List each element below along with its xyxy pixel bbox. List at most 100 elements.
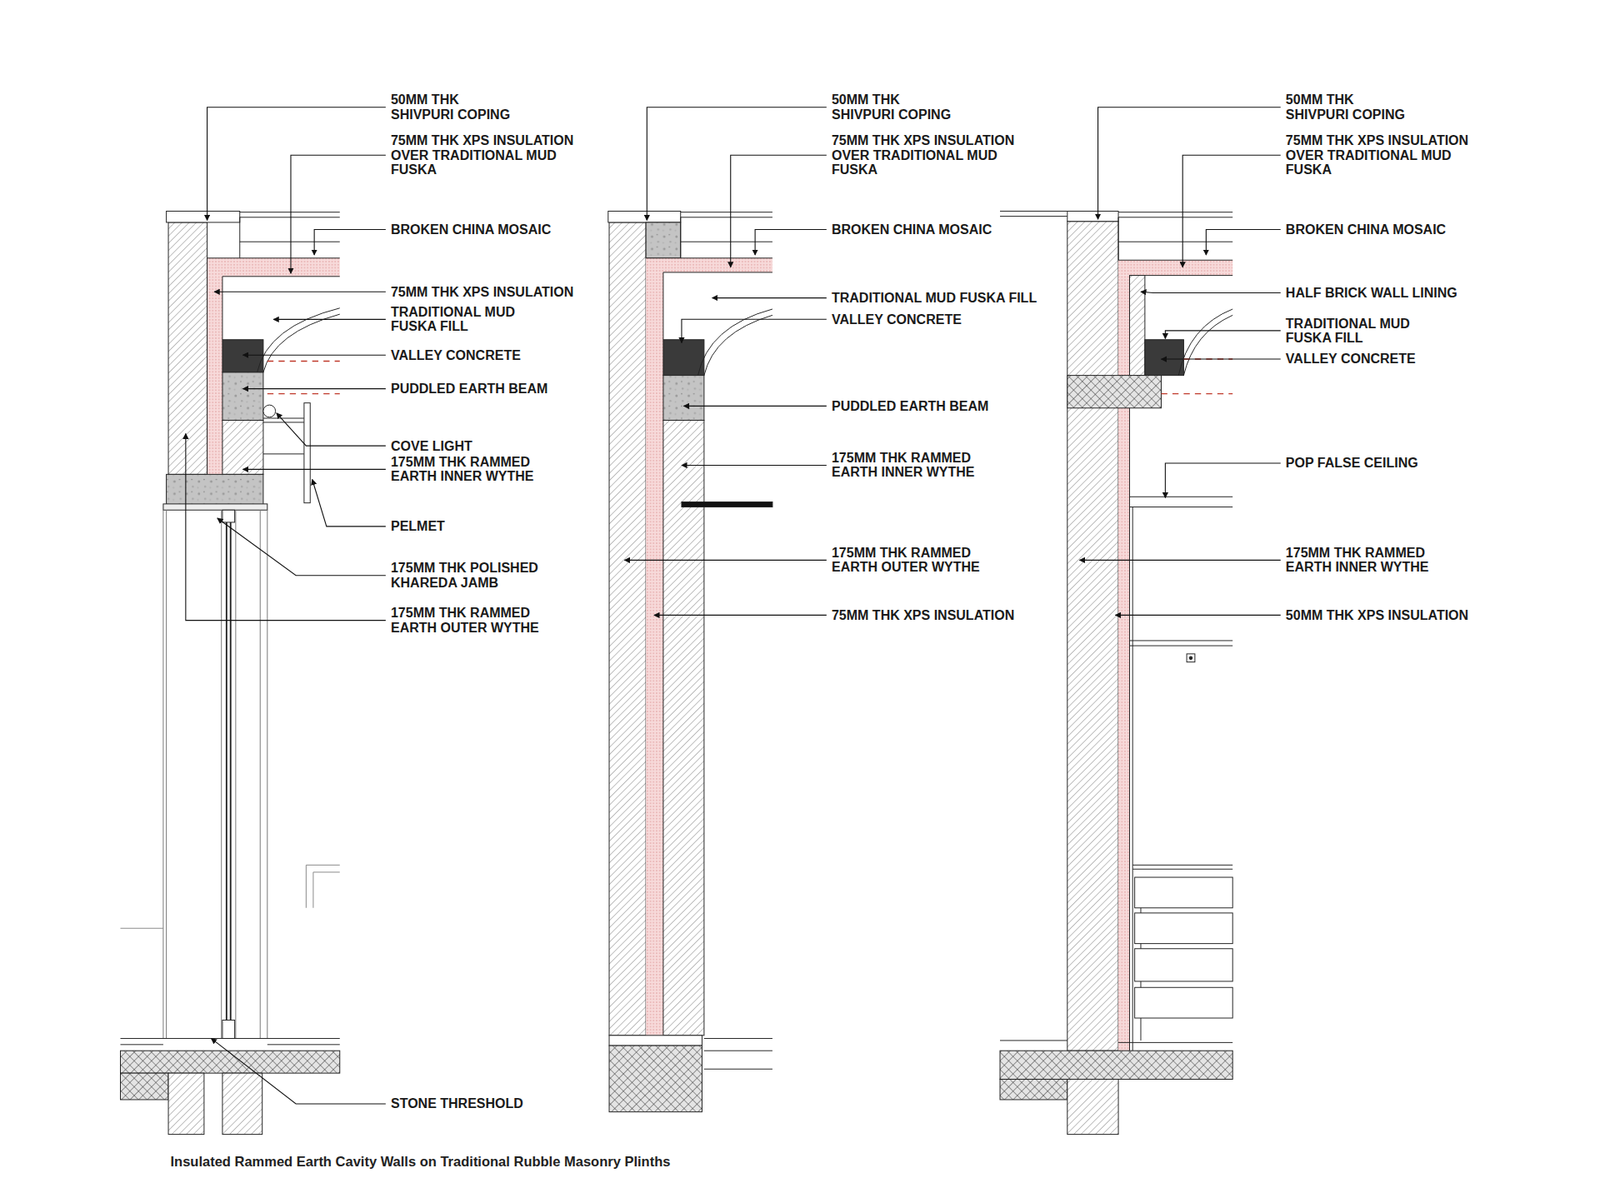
floor-line	[1000, 1040, 1233, 1043]
leader-line	[314, 230, 386, 256]
callout-label: 50MM THK SHIVPURI COPING	[1285, 92, 1411, 122]
leader-line	[1080, 560, 1281, 561]
glazing	[226, 522, 231, 1021]
valley-concrete	[663, 340, 705, 376]
cabinet	[1135, 949, 1234, 982]
roof-insulation	[1118, 260, 1233, 275]
outer-wythe	[1067, 221, 1119, 1051]
vault-arc	[257, 308, 340, 373]
coping	[1067, 210, 1119, 221]
inner-wythe	[663, 420, 705, 1035]
foundation-pier	[222, 1073, 263, 1135]
leader-line	[210, 1038, 385, 1104]
callout-label: 50MM THK SHIVPURI COPING	[390, 92, 516, 122]
callout-label: 75MM THK XPS INSULATION	[831, 608, 1015, 623]
leader-line	[1140, 291, 1281, 293]
leader-line	[624, 560, 826, 561]
outline	[120, 928, 163, 930]
leader-line	[1098, 107, 1281, 220]
coping	[608, 210, 681, 222]
plinth	[120, 1073, 169, 1100]
cabinet	[1135, 987, 1234, 1019]
vault-arc	[1178, 309, 1233, 376]
outer-wythe	[168, 222, 208, 475]
callout-label: VALLEY CONCRETE	[831, 312, 962, 327]
plinth	[609, 1045, 702, 1113]
callout-label: HALF BRICK WALL LINING	[1285, 285, 1458, 300]
callout-label: 75MM THK XPS INSULATION OVER TRADITIONAL…	[1285, 133, 1476, 177]
roof-beyond	[1000, 210, 1068, 216]
leader-line	[242, 469, 385, 470]
fixture	[1186, 654, 1195, 663]
callout-label: TRADITIONAL MUD FUSKA FILL	[390, 305, 541, 335]
coping	[166, 210, 240, 222]
callout-label: 175MM THK RAMMED EARTH OUTER WYTHE	[831, 545, 986, 575]
leader-line	[1205, 230, 1280, 256]
callout-label: STONE THRESHOLD	[390, 1096, 524, 1111]
lintel-beam	[166, 474, 264, 505]
callout-label: BROKEN CHINA MOSAIC	[1285, 222, 1446, 237]
leader-line	[681, 465, 827, 466]
cabinet	[1135, 913, 1234, 945]
leader-line	[273, 319, 386, 320]
pelmet-bracket	[263, 418, 305, 455]
callout-label: BROKEN CHINA MOSAIC	[831, 222, 992, 237]
outer-wythe	[609, 222, 646, 1036]
foundation-pier	[1067, 1079, 1119, 1135]
valley-concrete	[222, 340, 264, 373]
plinth	[1000, 1050, 1233, 1080]
callout-label: 175MM THK RAMMED EARTH INNER WYTHE	[390, 455, 545, 485]
roof-insulation	[207, 258, 340, 277]
caption: Insulated Rammed Earth Cavity Walls on T…	[170, 1154, 670, 1170]
callout-label: TRADITIONAL MUD FUSKA FILL	[831, 290, 1037, 305]
insulation-outline	[207, 258, 340, 475]
cabinet	[1132, 865, 1233, 1041]
cabinet	[1135, 877, 1234, 909]
fixture	[1189, 656, 1193, 660]
inner-wythe	[222, 420, 264, 475]
leader-line	[1182, 155, 1281, 268]
callout-label: BROKEN CHINA MOSAIC	[390, 222, 551, 237]
leader-line	[242, 355, 385, 356]
floor-line	[120, 1038, 340, 1045]
leader-line	[1165, 463, 1280, 499]
plinth	[120, 1050, 340, 1074]
furniture	[305, 865, 340, 908]
jamb-detail	[222, 510, 235, 523]
plinth	[1000, 1079, 1068, 1100]
leader-line	[312, 479, 386, 526]
section-one	[120, 210, 340, 1135]
earth-beam	[663, 375, 705, 421]
dashed-line	[1160, 359, 1233, 395]
callout-label: 75MM THK XPS INSULATION	[390, 285, 574, 300]
section-three	[1000, 210, 1233, 1135]
section-two	[608, 210, 773, 1112]
callout-label: 175MM THK POLISHED KHAREDA JAMB	[390, 560, 545, 590]
roof-insulation	[645, 258, 773, 273]
leader-line	[242, 388, 385, 390]
callout-label: TRADITIONAL MUD FUSKA FILL	[1285, 316, 1436, 346]
roof-layers	[240, 212, 340, 259]
cove-light	[263, 405, 276, 418]
leader-line	[681, 319, 827, 343]
leader-line	[730, 155, 827, 268]
leader-line	[755, 230, 827, 256]
callout-label: 50MM THK SHIVPURI COPING	[831, 92, 957, 122]
leader-line	[646, 107, 827, 221]
leader-line	[712, 297, 827, 299]
foundation-pier	[168, 1073, 205, 1135]
cavity-insulation	[207, 276, 223, 475]
leader-line	[214, 291, 386, 293]
shelf	[681, 501, 773, 507]
floor-line	[704, 1038, 773, 1070]
callout-label: VALLEY CONCRETE	[390, 348, 521, 363]
window-frame	[163, 510, 268, 1039]
earth-beam	[222, 372, 264, 421]
leader-line	[276, 413, 386, 446]
callout-label: 75MM THK XPS INSULATION OVER TRADITIONAL…	[390, 133, 581, 177]
callout-label: 75MM THK XPS INSULATION OVER TRADITIONAL…	[831, 133, 1022, 177]
valley-concrete	[1145, 340, 1185, 376]
